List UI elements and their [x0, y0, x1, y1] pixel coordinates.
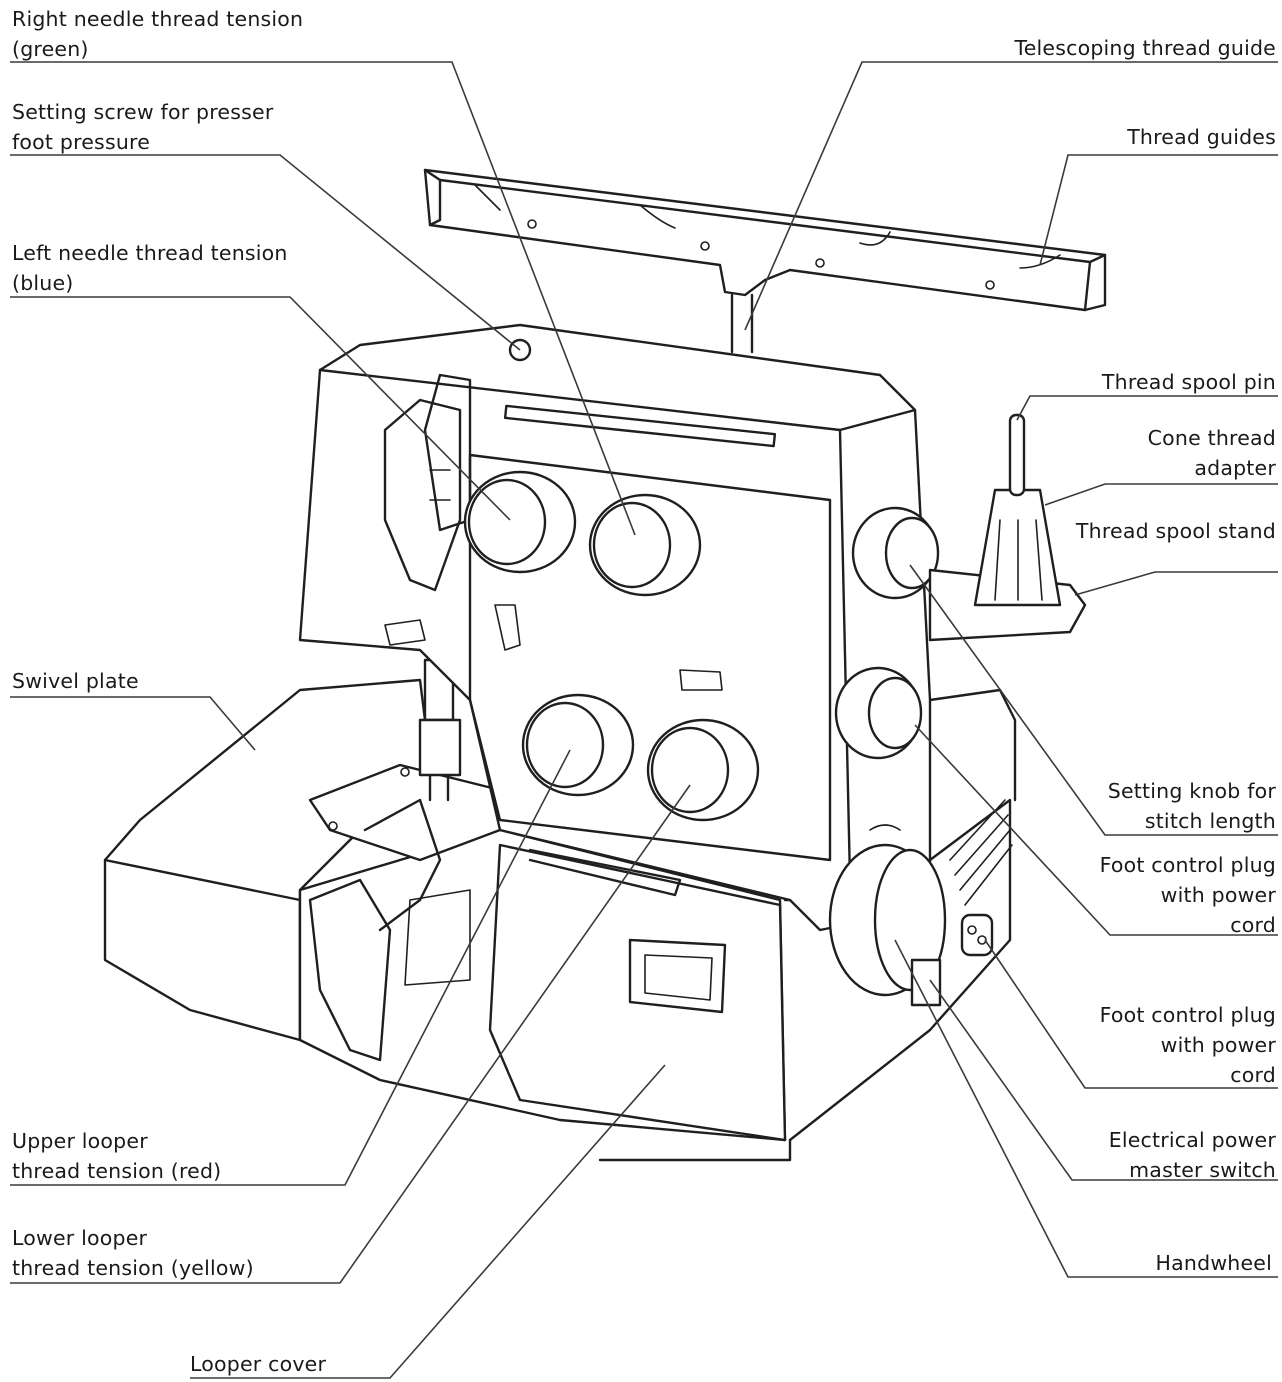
leader-lines [10, 61, 1278, 1379]
label-left-needle-thread-tension: Left needle thread tension (blue) [12, 241, 288, 295]
label-electrical-power-master-switch: Electrical power master switch [1108, 1128, 1276, 1182]
leader-swivel-plate [10, 696, 256, 751]
label-thread-guides: Thread guides [1127, 125, 1276, 149]
leader-lower-looper [10, 784, 691, 1284]
leader-spool-stand [1074, 571, 1278, 596]
machine-upper-body [298, 323, 932, 932]
label-right-needle-thread-tension: Right needle thread tension (green) [12, 7, 304, 61]
label-thread-spool-pin: Thread spool pin [1101, 370, 1276, 394]
label-cone-thread-adapter: Cone thread adapter [1147, 426, 1276, 480]
looper-cover-shape [488, 843, 787, 1142]
leader-right-needle-tension [10, 61, 636, 536]
label-handwheel: Handwheel [1155, 1251, 1272, 1275]
label-upper-looper-thread-tension: Upper looper thread tension (red) [12, 1129, 222, 1183]
label-setting-screw-presser-foot: Setting screw for presser foot pressure [12, 100, 274, 154]
thread-spool-stand-shape [928, 413, 1087, 642]
leader-foot-control-1 [914, 724, 1278, 936]
overlocker-machine-illustration [103, 168, 1107, 1162]
leader-power-switch [929, 979, 1278, 1181]
leader-foot-control-2 [984, 939, 1278, 1089]
thread-guide-bar [423, 168, 1107, 354]
tension-dials [384, 470, 760, 822]
label-foot-control-plug-1: Foot control plug with power cord [1099, 853, 1276, 937]
leader-looper-cover [190, 1064, 666, 1379]
label-setting-knob-stitch-length: Setting knob for stitch length [1107, 779, 1276, 833]
leader-presser-foot-screw [10, 154, 521, 351]
label-telescoping-thread-guide: Telescoping thread guide [1014, 36, 1276, 60]
leader-left-needle-tension [10, 296, 511, 521]
stitch-length-knobs [834, 506, 940, 760]
leader-upper-looper [10, 749, 571, 1186]
label-foot-control-plug-2: Foot control plug with power cord [1099, 1003, 1276, 1087]
handwheel-shape [828, 799, 1013, 997]
leader-cone-adapter [1044, 483, 1278, 506]
label-looper-cover: Looper cover [190, 1352, 327, 1376]
leader-spool-pin [1016, 395, 1278, 421]
label-thread-spool-stand: Thread spool stand [1075, 519, 1276, 543]
leader-telescoping-guide [744, 61, 1278, 331]
leader-thread-guides [1039, 154, 1278, 266]
label-lower-looper-thread-tension: Lower looper thread tension (yellow) [12, 1226, 254, 1280]
label-swivel-plate: Swivel plate [12, 669, 139, 693]
leader-stitch-length-knob [909, 564, 1278, 836]
leader-handwheel [894, 939, 1278, 1278]
